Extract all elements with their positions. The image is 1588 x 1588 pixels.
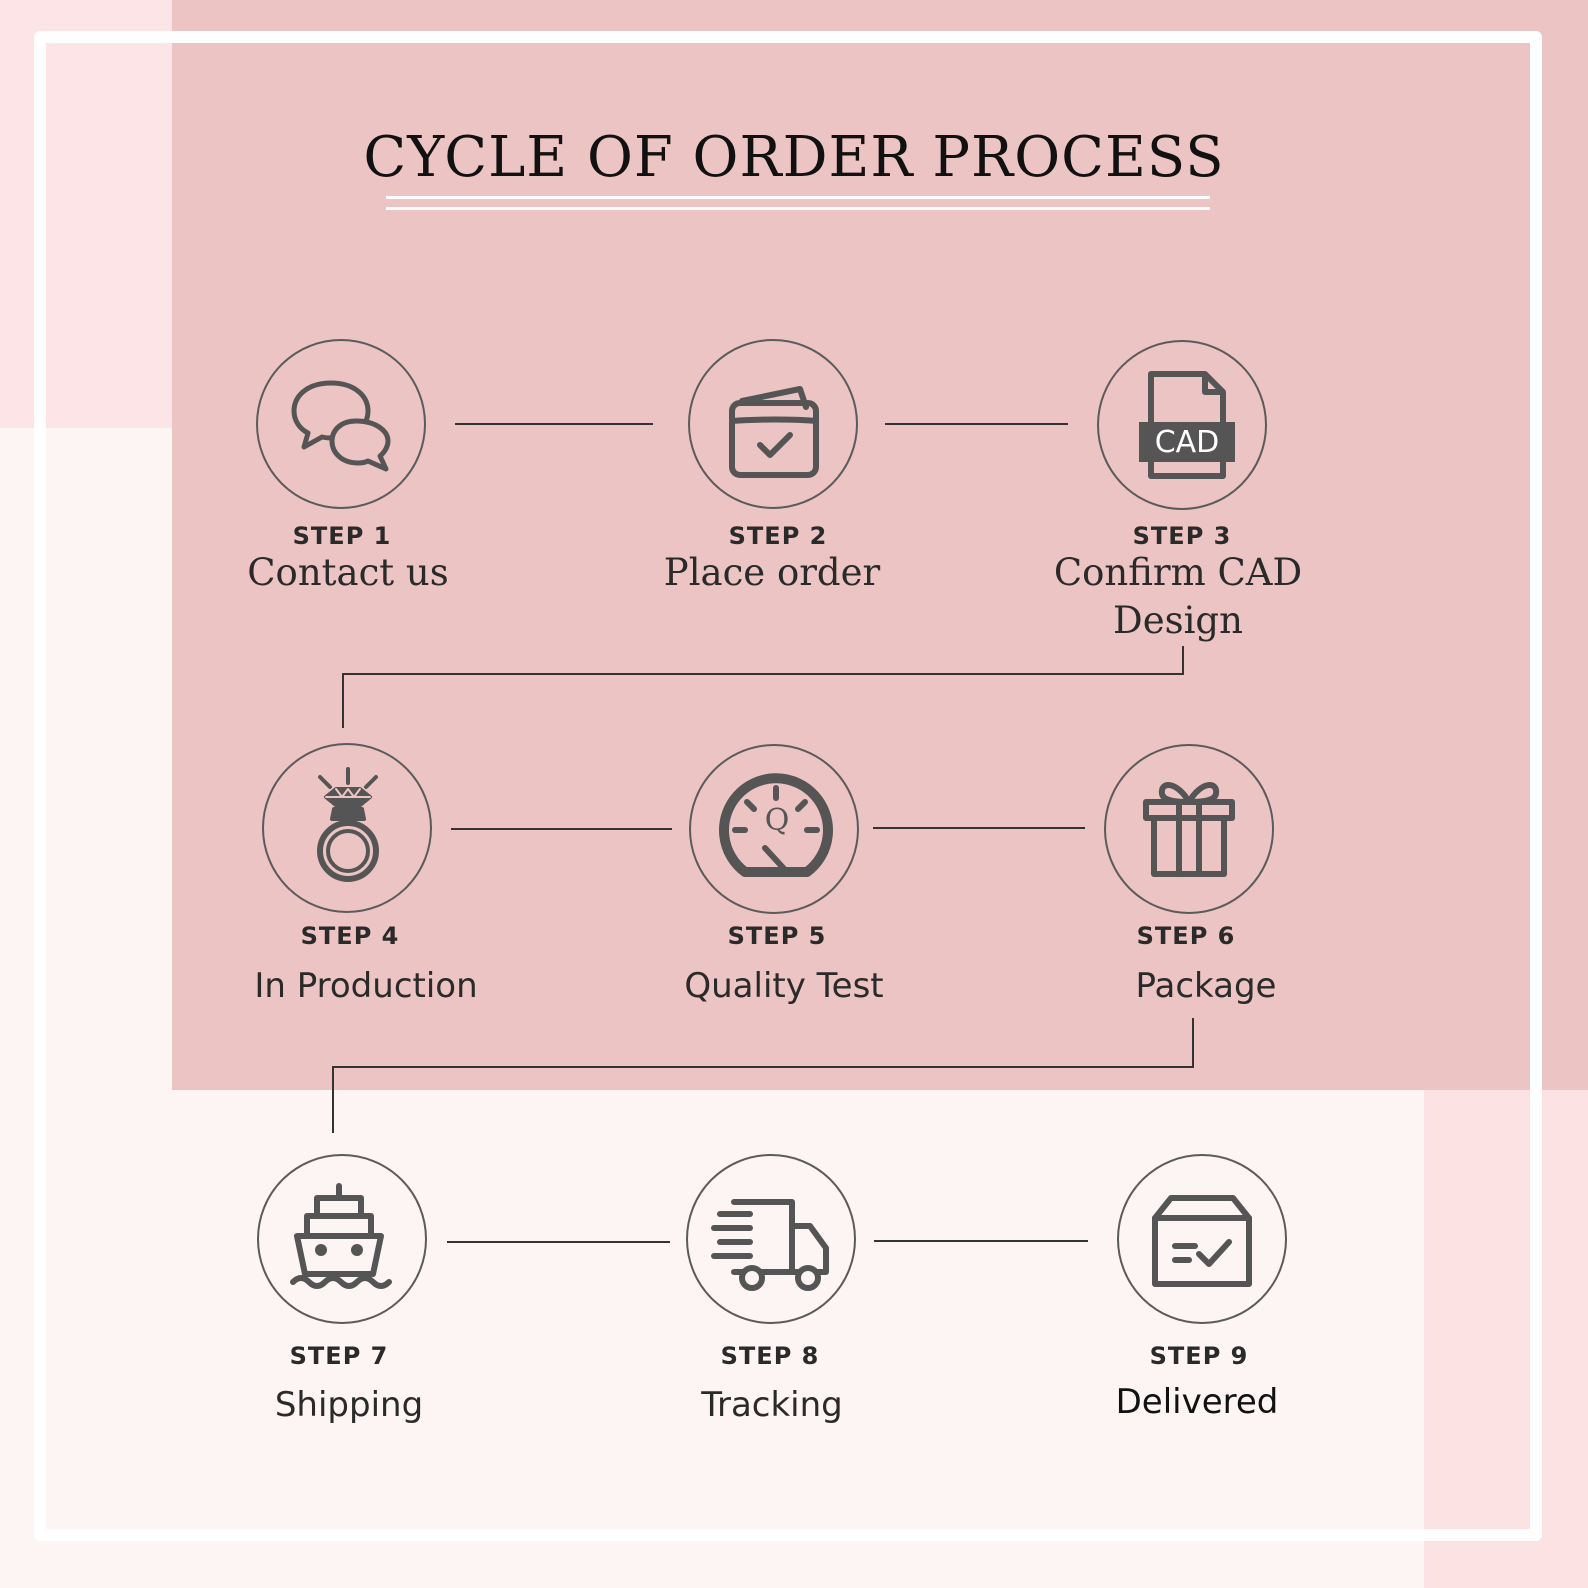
step-4-label: STEP 4 [300,922,400,950]
step-1-name: Contact us [247,551,449,594]
step-9-label: STEP 9 [1149,1342,1249,1370]
ship-icon [290,1183,392,1289]
wallet-check-icon [729,386,819,478]
cad-file-icon: CAD [1139,371,1235,479]
gift-box-icon [1143,782,1235,877]
step-1-label: STEP 1 [292,522,392,550]
step-2-name: Place order [663,551,881,594]
step-4-name: In Production [254,966,478,1006]
step-8-icon-circle [686,1154,856,1324]
q-icon-text: Q [765,803,790,838]
white-frame [34,31,1542,1541]
cad-icon-text: CAD [1155,425,1220,460]
step-2-icon-circle [688,339,858,509]
connector-6-7 [332,1018,1194,1133]
step-8-label: STEP 8 [720,1342,820,1370]
page-title: CYCLE OF ORDER PROCESS [363,125,1225,190]
step-6-label: STEP 6 [1136,922,1236,950]
diamond-ring-icon [317,767,379,882]
quality-gauge-icon: Q [719,773,833,877]
background-main-panel [172,0,1588,1090]
step-1-icon-circle [256,339,426,509]
step-5-label: STEP 5 [727,922,827,950]
step-7-name: Shipping [274,1385,424,1425]
step-7-label: STEP 7 [289,1342,389,1370]
step-4-icon-circle [262,743,432,913]
connector-3-4 [342,646,1184,728]
step-8-name: Tracking [701,1385,843,1425]
step-7-icon-circle [257,1154,427,1324]
step-6-icon-circle [1104,744,1274,914]
title-underline-top [386,196,1210,199]
background-right-panel [1424,1090,1588,1588]
step-6-name: Package [1135,966,1277,1006]
delivery-truck-icon [711,1199,829,1291]
chat-bubbles-icon [291,380,391,472]
step-9-icon-circle [1117,1154,1287,1324]
step-3-name: Confirm CAD Design [1053,551,1303,642]
step-3-label: STEP 3 [1132,522,1232,550]
step-9-name: Delivered [1115,1382,1279,1422]
step-5-icon-circle: Q [689,744,859,914]
delivered-box-icon [1152,1195,1252,1287]
step-3-icon-circle: CAD [1097,340,1267,510]
step-2-label: STEP 2 [728,522,828,550]
step-5-name: Quality Test [684,966,884,1006]
title-underline-bottom [386,207,1210,210]
